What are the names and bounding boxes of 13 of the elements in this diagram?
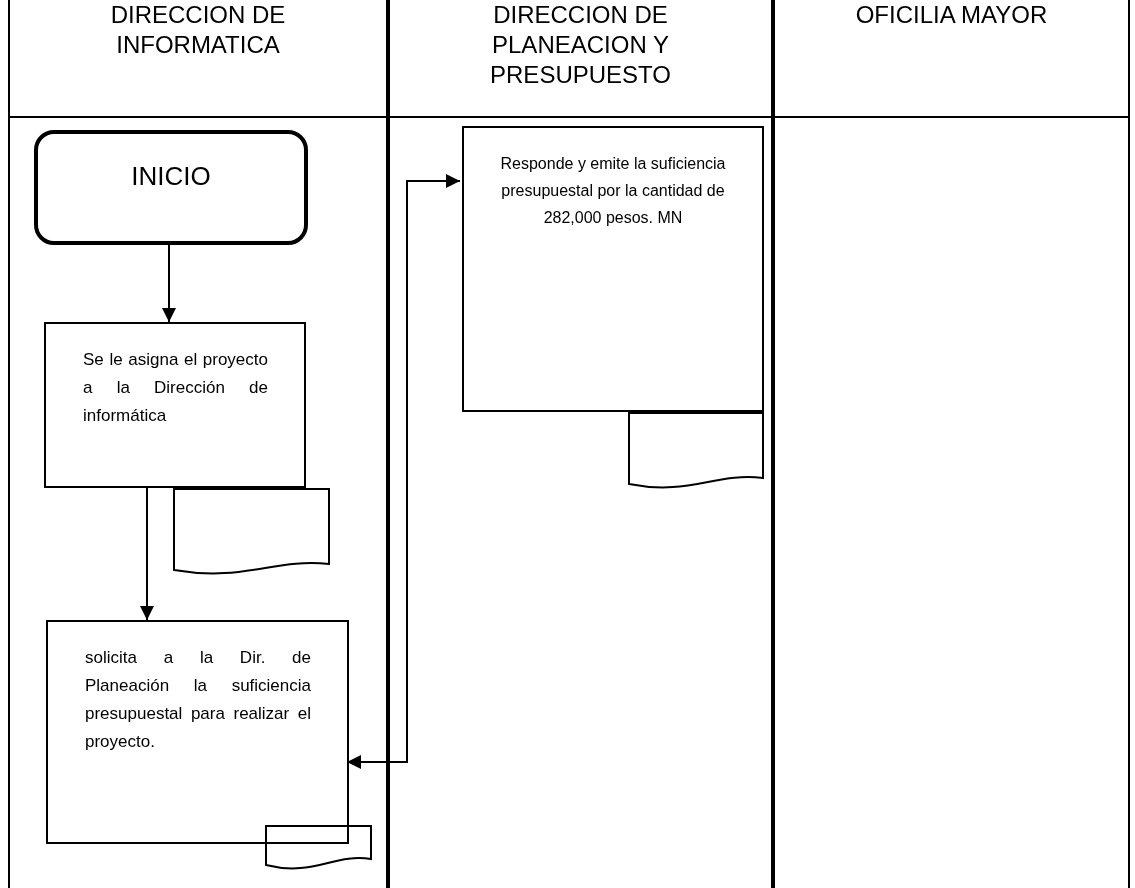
swimlane [773, 0, 1130, 888]
arrow [162, 244, 176, 323]
lane-header: DIRECCION DE INFORMATICA [10, 0, 386, 118]
process-box: Responde y emite la suficiencia presupuestal por la cantidad de 282,000 pesos. MN [462, 126, 764, 412]
start-terminal: INICIO [34, 130, 308, 245]
lane-header: DIRECCION DE PLANEACION Y PRESUPUESTO [390, 0, 771, 118]
lane-header: OFICILIA MAYOR [775, 0, 1128, 118]
arrow [140, 487, 154, 621]
process-box: Se le asigna el proyecto a la Dirección de informática [44, 322, 306, 488]
arrow [346, 174, 461, 769]
swimlane [8, 0, 388, 888]
process-box: solicita a la Dir. de Planeación la suficiencia presupuestal para realizar el proyecto. [46, 620, 349, 844]
swimlane [388, 0, 773, 888]
